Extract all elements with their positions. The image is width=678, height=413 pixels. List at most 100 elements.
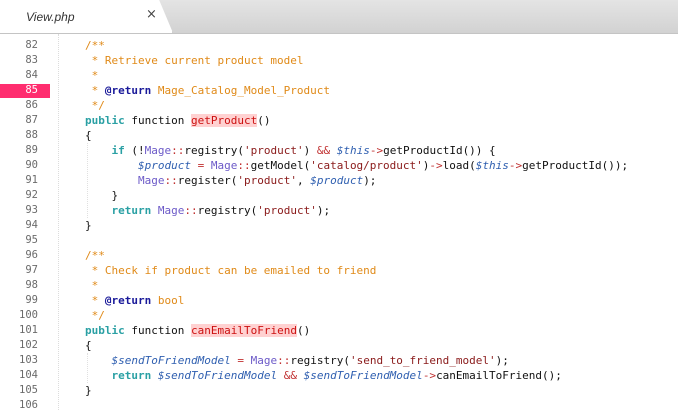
code-token: :: [184, 204, 198, 217]
code-token: $product [310, 174, 364, 187]
line-number: 88 [25, 129, 38, 141]
code-token [151, 369, 158, 382]
line-number: 98 [25, 279, 38, 291]
code-token: { [85, 339, 92, 352]
code-token: { [85, 129, 92, 142]
code-token: $sendToFriendModel [111, 354, 231, 367]
code-line: return $sendToFriendModel && $sendToFrie… [85, 368, 562, 383]
line-number: 84 [25, 69, 38, 81]
code-line: * @return Mage_Catalog_Model_Product [85, 83, 330, 98]
code-token: return [111, 369, 152, 382]
code-line: */ [85, 308, 105, 323]
code-line: public function getProduct() [85, 113, 270, 128]
code-token: , [296, 174, 311, 187]
code-area[interactable]: /** * Retrieve current product model * *… [58, 34, 678, 410]
code-token: () [296, 324, 311, 337]
code-token: load( [442, 159, 476, 172]
code-token: registry( [184, 144, 244, 157]
code-token: && [283, 369, 297, 382]
code-line: * [85, 278, 99, 293]
code-token [151, 204, 158, 217]
tab-view-php[interactable]: View.php × [0, 0, 173, 33]
line-number: 85 [25, 84, 38, 96]
code-token: 'product' [237, 174, 297, 187]
line-number: 91 [25, 174, 38, 186]
code-token: } [85, 189, 119, 202]
code-line: $sendToFriendModel = Mage::registry('sen… [85, 353, 509, 368]
code-token: -> [429, 159, 443, 172]
line-number: 89 [25, 144, 38, 156]
code-token: function [124, 324, 191, 337]
close-icon[interactable]: × [146, 7, 157, 22]
code-token: canEmailToFriend(); [436, 369, 562, 382]
code-token: (! [124, 144, 145, 157]
code-token: -> [422, 369, 437, 382]
code-token: 'send_to_friend_model' [349, 354, 496, 367]
code-token [204, 159, 211, 172]
code-token: ); [316, 204, 331, 217]
code-token [277, 369, 284, 382]
code-token: -> [369, 144, 384, 157]
code-line: /** [85, 38, 105, 53]
line-number: 105 [19, 384, 38, 396]
code-token: $this [475, 159, 509, 172]
code-line: * @return bool [85, 293, 185, 308]
code-line: Mage::register('product', $product); [85, 173, 376, 188]
line-number: 96 [25, 249, 38, 261]
code-token: :: [171, 144, 185, 157]
indent-guide [87, 353, 88, 383]
code-token: = [197, 159, 205, 172]
line-number: 103 [19, 354, 38, 366]
code-token: Mage [144, 144, 172, 157]
code-token: () [257, 114, 271, 127]
code-token: public [85, 114, 125, 127]
line-number: 95 [25, 234, 38, 246]
code-token: /** [85, 39, 105, 52]
code-token: * [85, 294, 105, 307]
code-token [85, 369, 112, 382]
line-number: 86 [25, 99, 38, 111]
line-number: 83 [25, 54, 38, 66]
code-token [85, 159, 138, 172]
code-token: Mage_Catalog_Model_Product [151, 84, 331, 97]
code-token: 'product' [243, 144, 304, 157]
code-token: bool [151, 294, 185, 307]
code-token: function [124, 114, 191, 127]
code-token: registry( [197, 204, 258, 217]
code-token: getProduct [190, 114, 258, 127]
line-number: 102 [19, 339, 38, 351]
code-line: { [85, 338, 92, 353]
code-token: @return [104, 294, 152, 307]
code-token: */ [85, 309, 105, 322]
code-token [85, 174, 138, 187]
code-token: getModel( [250, 159, 311, 172]
code-token: * [85, 69, 99, 82]
code-token: :: [237, 159, 251, 172]
code-token: Mage [137, 174, 165, 187]
tab-bar: View.php × [0, 0, 678, 34]
code-token: return [111, 204, 152, 217]
code-token: -> [508, 159, 523, 172]
code-token: $sendToFriendModel [303, 369, 423, 382]
line-number: 106 [19, 399, 38, 411]
code-token: $sendToFriendModel [157, 369, 278, 382]
code-token [85, 204, 112, 217]
code-line: /** [85, 248, 105, 263]
code-token: canEmailToFriend [190, 324, 297, 337]
code-token: public [85, 324, 125, 337]
code-token: @return [104, 84, 152, 97]
code-line: { [85, 128, 92, 143]
code-line: */ [85, 98, 105, 113]
line-number: 99 [25, 294, 38, 306]
code-token: * [85, 84, 105, 97]
code-token: :: [277, 354, 291, 367]
bookmark-marker[interactable] [0, 84, 50, 98]
code-token: if [111, 144, 125, 157]
code-line: } [85, 218, 92, 233]
code-token: */ [85, 99, 105, 112]
line-number: 92 [25, 189, 38, 201]
code-token: /** [85, 249, 105, 262]
code-token: } [85, 384, 92, 397]
